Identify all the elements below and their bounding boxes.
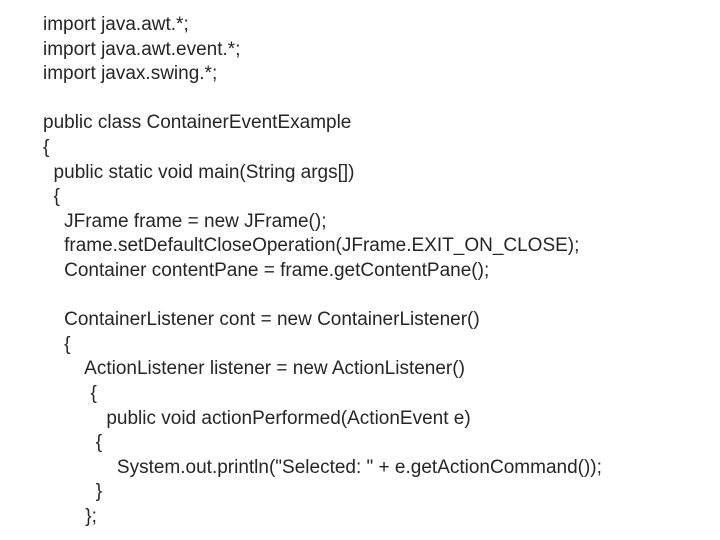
code-line: frame.setDefaultCloseOperation(JFrame.EX… [43, 235, 580, 257]
code-line: { [43, 186, 60, 208]
code-line: { [43, 432, 103, 454]
code-line: JFrame frame = new JFrame(); [43, 210, 327, 232]
code-line: { [43, 333, 71, 355]
code-line: System.out.println("Selected: " + e.getA… [43, 456, 602, 478]
code-line: public static void main(String args[]) [43, 161, 355, 183]
code-line: { [43, 136, 50, 158]
code-line: }; [43, 505, 97, 527]
code-line: import java.awt.*; [43, 14, 189, 35]
java-code-listing: import java.awt.*; import java.awt.event… [43, 13, 720, 529]
code-line: } [43, 481, 103, 503]
code-line: { [43, 382, 97, 404]
code-line: ActionListener listener = new ActionList… [43, 358, 465, 380]
code-line: ContainerListener cont = new ContainerLi… [43, 309, 480, 331]
code-line: import javax.swing.*; [43, 63, 218, 85]
code-line: public class ContainerEventExample [43, 112, 352, 134]
code-line-blank [43, 87, 720, 112]
code-line: public void actionPerformed(ActionEvent … [43, 407, 471, 429]
code-line: import java.awt.event.*; [43, 38, 241, 60]
code-line: Container contentPane = frame.getContent… [43, 259, 490, 281]
code-line-blank [43, 284, 720, 309]
